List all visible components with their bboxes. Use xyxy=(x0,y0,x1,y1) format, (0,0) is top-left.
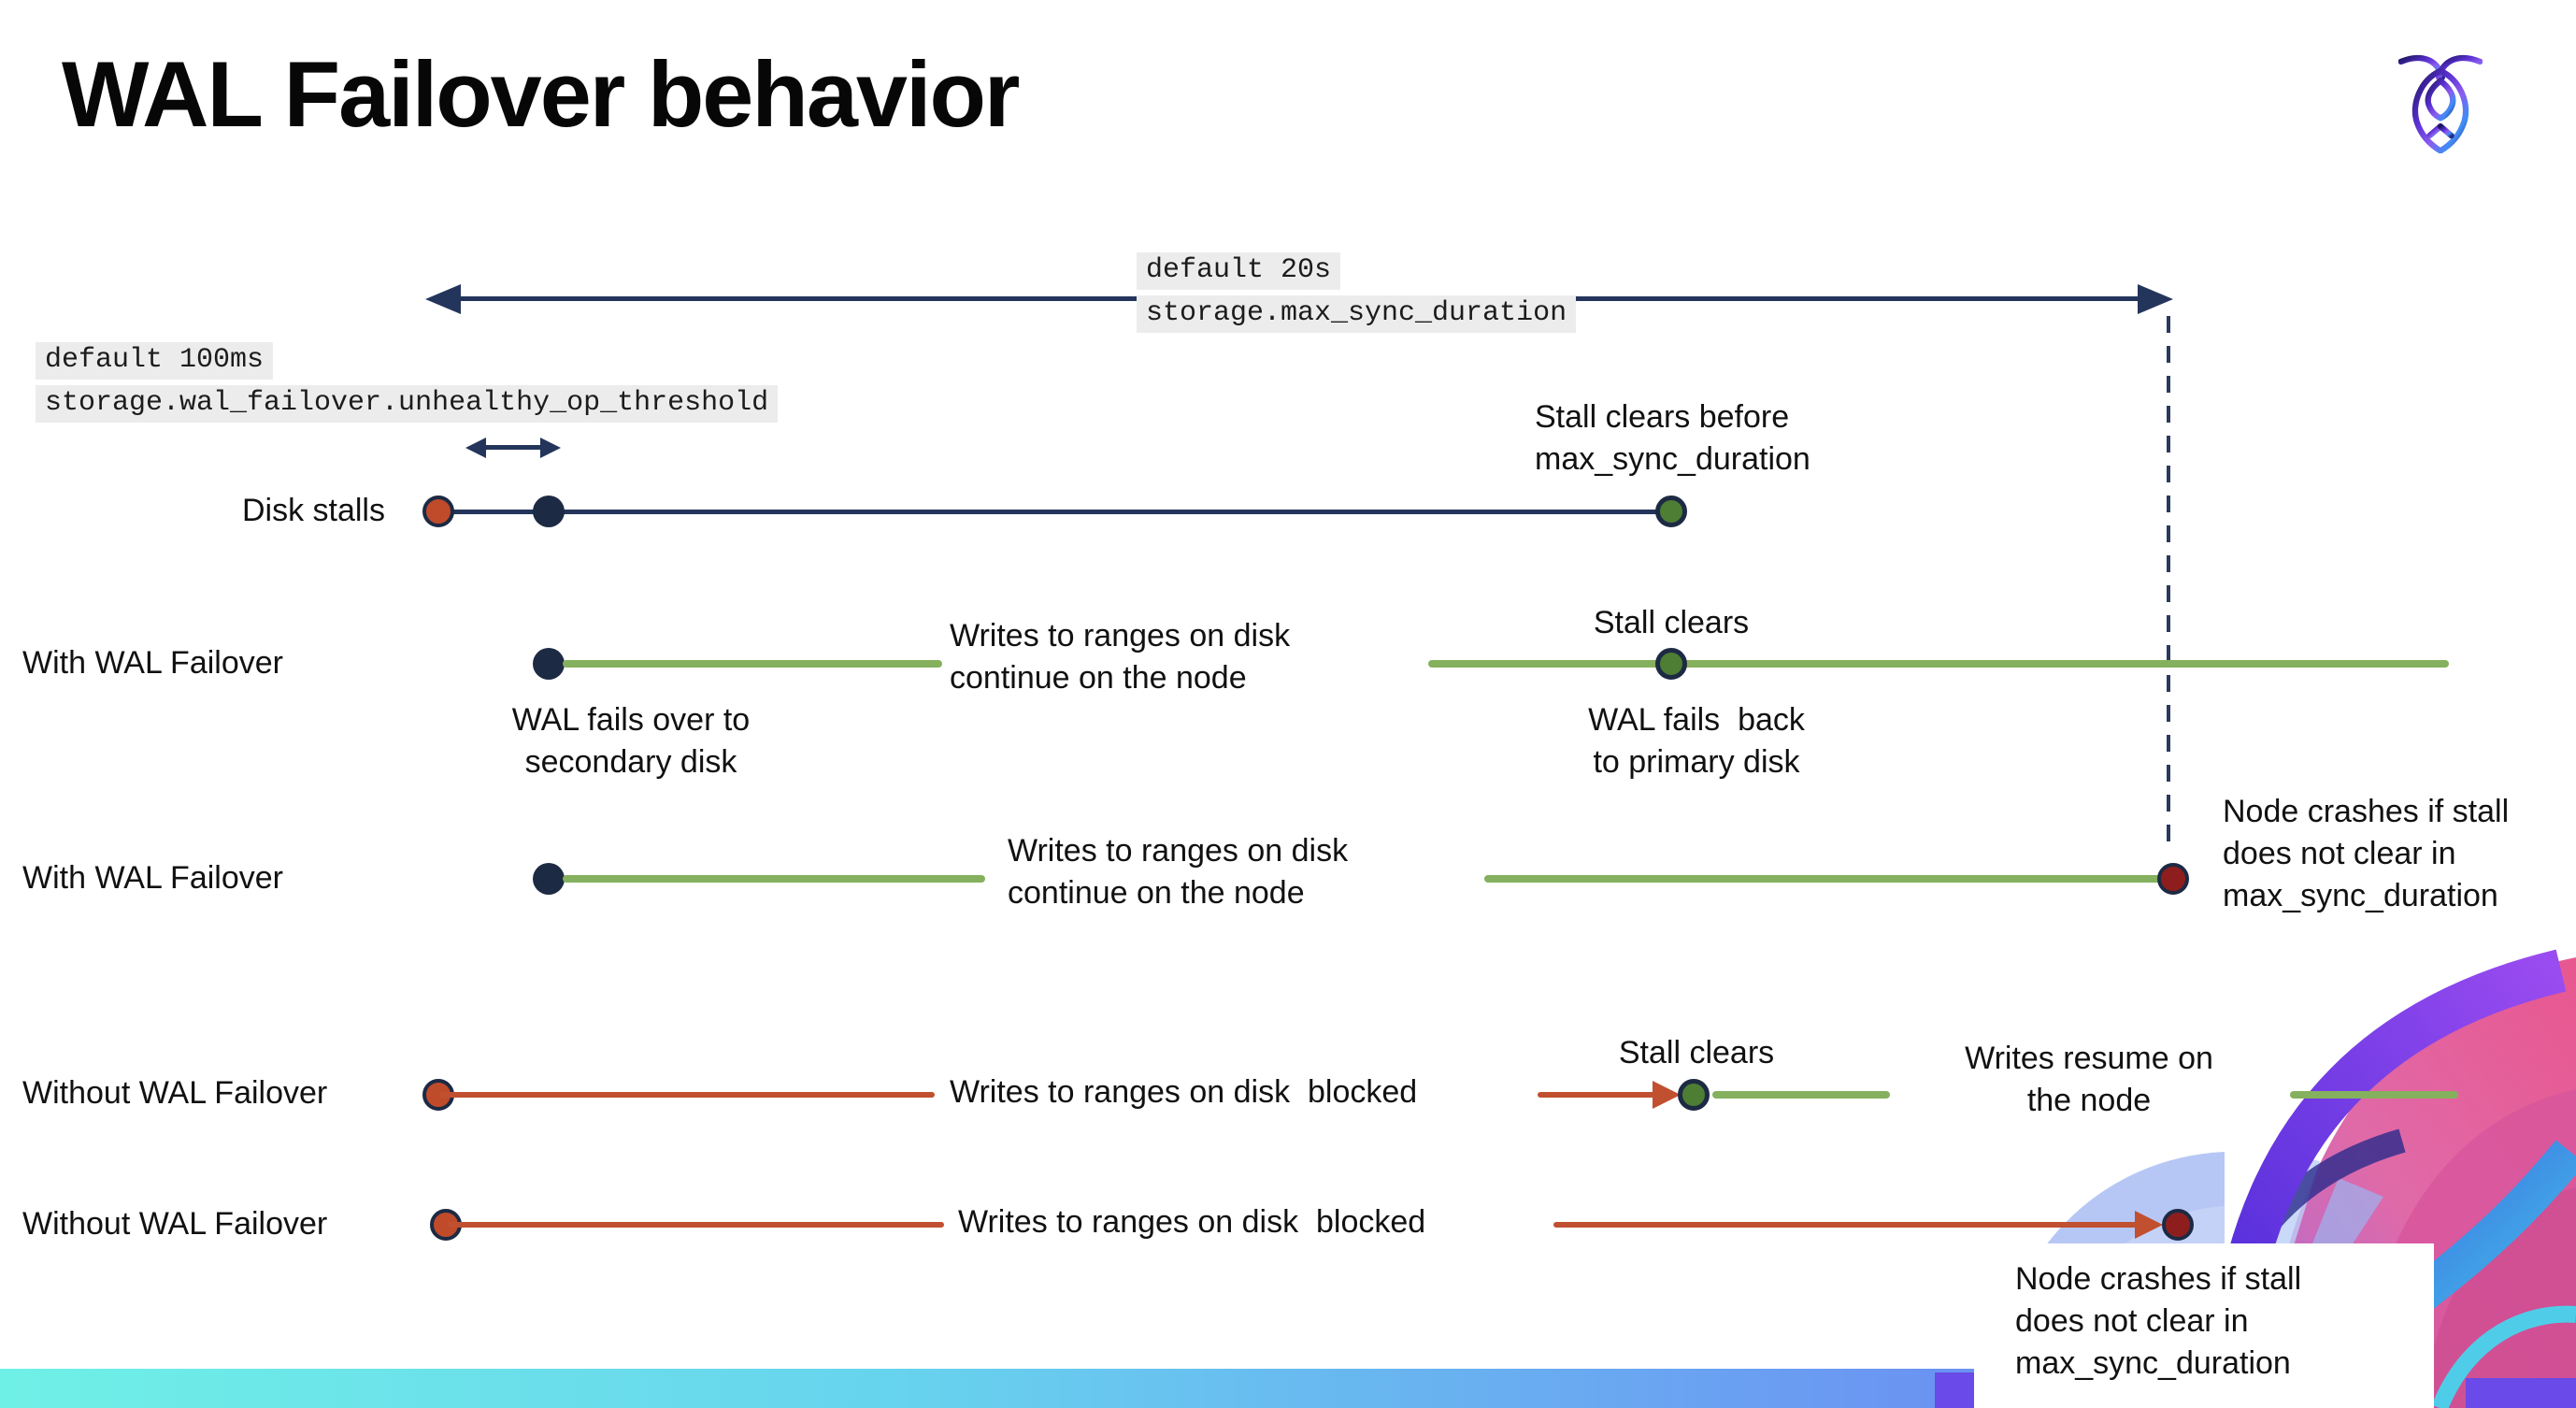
writes-blocked-line xyxy=(1538,1092,1659,1098)
writes-continue-line xyxy=(1484,875,2161,883)
failover-dot xyxy=(533,648,565,680)
unhealthy-op-threshold-span-line xyxy=(479,445,548,450)
setting-default-value: default 100ms xyxy=(36,342,274,380)
row-label-without-wal-failover: Without WAL Failover xyxy=(22,1075,328,1111)
row-label-with-wal-failover: With WAL Failover xyxy=(22,860,283,896)
arrowhead-left-icon xyxy=(425,284,461,314)
annotation-stall-clears: Stall clears xyxy=(1618,1035,1775,1070)
row-label-disk-stalls: Disk stalls xyxy=(241,493,385,528)
annotation-stall-clears-before: Stall clears before max_sync_duration xyxy=(1535,399,1810,477)
stall-start-dot xyxy=(422,496,454,527)
cockroachdb-logo-icon xyxy=(2398,54,2483,153)
stall-clear-dot xyxy=(1678,1079,1710,1111)
setting-default-value: default 20s xyxy=(1137,252,1341,290)
red-arrowhead-icon xyxy=(1653,1081,1681,1109)
stall-start-dot xyxy=(430,1209,462,1241)
annotation-writes-blocked: Writes to ranges on disk blocked xyxy=(958,1204,1426,1240)
node-crash-dot xyxy=(2157,863,2189,895)
row-label-without-wal-failover: Without WAL Failover xyxy=(22,1206,328,1242)
annotation-wal-fails-back: WAL fails back to primary disk xyxy=(1588,702,1805,780)
writes-blocked-line xyxy=(439,1092,935,1098)
writes-resume-line xyxy=(2290,1091,2458,1099)
arrowhead-right-icon xyxy=(540,438,561,458)
max-sync-deadline-dashed-line xyxy=(2167,316,2170,855)
annotation-writes-blocked: Writes to ranges on disk blocked xyxy=(950,1074,1418,1110)
failover-threshold-dot xyxy=(533,496,565,527)
row-label-with-wal-failover: With WAL Failover xyxy=(22,645,283,681)
red-arrowhead-icon xyxy=(2135,1211,2163,1239)
writes-blocked-line xyxy=(447,1222,944,1228)
annotation-wal-fails-over: WAL fails over to secondary disk xyxy=(511,702,751,780)
setting-max-sync-duration: default 20s storage.max_sync_duration xyxy=(1137,252,1577,333)
annotation-writes-continue: Writes to ranges on disk continue on the… xyxy=(1008,833,1349,911)
stall-clear-dot xyxy=(1655,648,1687,680)
writes-resume-line xyxy=(1712,1091,1890,1099)
setting-unhealthy-op-threshold: default 100ms storage.wal_failover.unhea… xyxy=(36,342,779,423)
annotation-node-crashes: Node crashes if stall does not clear in … xyxy=(2015,1261,2302,1381)
annotation-node-crashes: Node crashes if stall does not clear in … xyxy=(2223,794,2510,913)
failover-dot xyxy=(533,863,565,895)
annotation-writes-resume: Writes resume on the node xyxy=(1965,1041,2213,1118)
node-crash-dot xyxy=(2162,1209,2194,1241)
writes-continue-line xyxy=(1428,660,2449,668)
node-crash-callout-box xyxy=(1974,1243,2434,1408)
disk-stall-timeline-line xyxy=(439,510,1671,514)
annotation-stall-clears: Stall clears xyxy=(1593,605,1750,640)
writes-blocked-line xyxy=(1553,1222,2140,1228)
setting-name: storage.wal_failover.unhealthy_op_thresh… xyxy=(36,385,779,423)
annotation-writes-continue: Writes to ranges on disk continue on the… xyxy=(950,618,1291,696)
setting-name: storage.max_sync_duration xyxy=(1137,295,1577,333)
stall-clear-dot xyxy=(1655,496,1687,527)
writes-continue-line xyxy=(563,660,942,668)
arrowhead-left-icon xyxy=(465,438,486,458)
page-title: WAL Failover behavior xyxy=(62,42,1020,146)
arrowhead-right-icon xyxy=(2138,284,2173,314)
writes-continue-line xyxy=(563,875,985,883)
